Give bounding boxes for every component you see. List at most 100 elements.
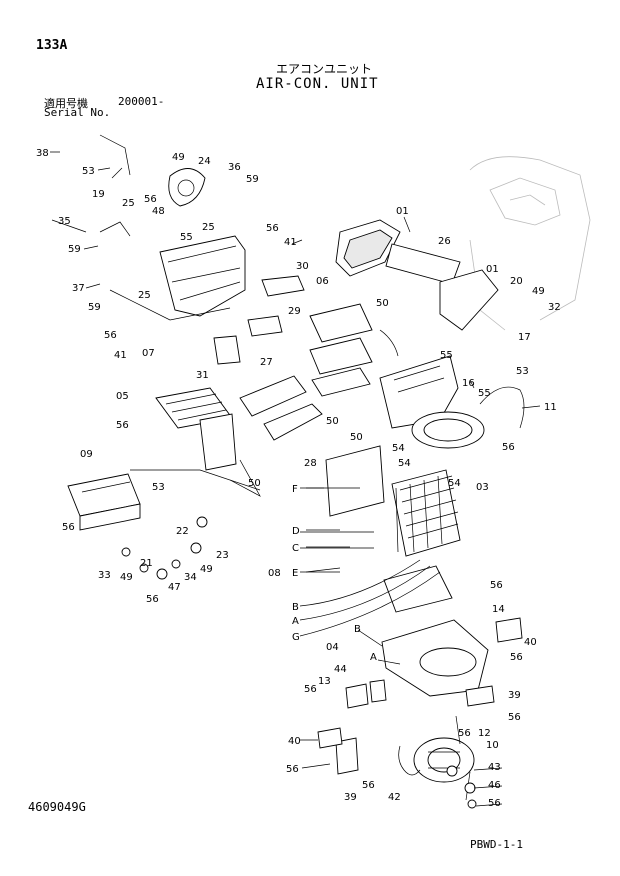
callout-53c: 53 [152, 482, 165, 493]
callout-38: 38 [36, 148, 49, 159]
callout-56l: 56 [458, 728, 471, 739]
callout-50b: 50 [326, 416, 339, 427]
lower-case-04 [381, 565, 489, 697]
callout-29: 29 [288, 306, 301, 317]
callout-03: 03 [476, 482, 489, 493]
callout-50d: 50 [248, 478, 261, 489]
callout-54a: 54 [392, 443, 405, 454]
callout-25a: 25 [122, 198, 135, 209]
callout-50c: 50 [376, 298, 389, 309]
callout-25b: 25 [202, 222, 215, 233]
small-fittings [121, 516, 477, 809]
callout-56f: 56 [62, 522, 75, 533]
callout-06: 06 [316, 276, 329, 287]
callout-09: 09 [80, 449, 93, 460]
callout-56o: 56 [362, 780, 375, 791]
callout-E: E [292, 568, 298, 579]
callout-G: G [292, 632, 300, 643]
callout-31: 31 [196, 370, 209, 381]
callout-36: 36 [228, 162, 241, 173]
callout-B1: B [292, 602, 299, 613]
callout-59b: 59 [246, 174, 259, 185]
callout-41b: 41 [114, 350, 127, 361]
callout-17: 17 [518, 332, 531, 343]
panel-parts [213, 275, 323, 441]
callout-37: 37 [72, 283, 85, 294]
callout-F: F [292, 484, 298, 495]
callout-55b: 55 [440, 350, 453, 361]
callout-56i: 56 [490, 580, 503, 591]
callout-10: 10 [486, 740, 499, 751]
callout-56k: 56 [508, 712, 521, 723]
serial-label-japanese: 適用号機 [44, 97, 88, 110]
callout-23: 23 [216, 550, 229, 561]
callout-25c: 25 [138, 290, 151, 301]
document-id: 4609049G [28, 800, 86, 814]
callout-20: 20 [510, 276, 523, 287]
callout-26: 26 [438, 236, 451, 247]
callout-11: 11 [544, 402, 557, 413]
callout-39b: 39 [344, 792, 357, 803]
callout-53a: 53 [516, 366, 529, 377]
callout-33: 33 [98, 570, 111, 581]
callout-05: 05 [116, 391, 129, 402]
evaporator-housing [309, 303, 373, 397]
title-japanese: エアコンユニット [276, 62, 373, 76]
title-english: AIR-CON. UNIT [256, 76, 379, 92]
callout-A1: A [292, 616, 299, 627]
callout-49c: 49 [200, 564, 213, 575]
callout-56h: 56 [304, 684, 317, 695]
callout-56a: 56 [502, 442, 515, 453]
callout-40b: 40 [288, 736, 301, 747]
callout-44: 44 [334, 664, 347, 675]
heater-core-05 [155, 387, 237, 471]
callout-40a: 40 [524, 637, 537, 648]
callout-56j: 56 [510, 652, 523, 663]
evaporator-core-08 [325, 445, 461, 557]
callout-28: 28 [304, 458, 317, 469]
callout-48: 48 [152, 206, 165, 217]
duct-part-26 [385, 243, 461, 285]
callout-39a: 39 [508, 690, 521, 701]
callout-56n: 56 [286, 764, 299, 775]
callout-49d: 49 [120, 572, 133, 583]
callout-55a: 55 [478, 388, 491, 399]
callout-04: 04 [326, 642, 339, 653]
serial-value: 200001- [118, 95, 165, 108]
callout-50a: 50 [350, 432, 363, 443]
left-case-assembly [99, 134, 246, 317]
page-code: PBWD-1-1 [470, 838, 523, 851]
callout-22: 22 [176, 526, 189, 537]
assembly-guide-lines [109, 289, 471, 801]
callout-56g: 56 [146, 594, 159, 605]
callout-C: C [292, 543, 299, 554]
callout-46: 46 [488, 780, 501, 791]
page-number: 133A [36, 38, 68, 53]
callout-47: 47 [168, 582, 181, 593]
duct-part-01 [335, 219, 401, 277]
callout-56e: 56 [116, 420, 129, 431]
callout-54b: 54 [398, 458, 411, 469]
callout-16: 16 [462, 378, 475, 389]
callout-27: 27 [260, 357, 273, 368]
callout-07: 07 [142, 348, 155, 359]
machine-ghost-outline [469, 156, 591, 331]
callout-01: 01 [396, 206, 409, 217]
callout-56b: 56 [144, 194, 157, 205]
callout-41a: 41 [284, 237, 297, 248]
callout-59a: 59 [68, 244, 81, 255]
callout-21: 21 [140, 558, 153, 569]
callout-56c: 56 [266, 223, 279, 234]
callout-B2: B [354, 624, 361, 635]
callout-49a: 49 [532, 286, 545, 297]
callout-12: 12 [478, 728, 491, 739]
callout-A2: A [370, 652, 377, 663]
callout-13: 13 [318, 676, 331, 687]
callout-49b: 49 [172, 152, 185, 163]
callout-D: D [292, 526, 300, 537]
duct-part-02 [439, 269, 499, 331]
callout-56d: 56 [104, 330, 117, 341]
callout-14: 14 [492, 604, 505, 615]
callout-08: 08 [268, 568, 281, 579]
callout-02: 01 [486, 264, 499, 275]
